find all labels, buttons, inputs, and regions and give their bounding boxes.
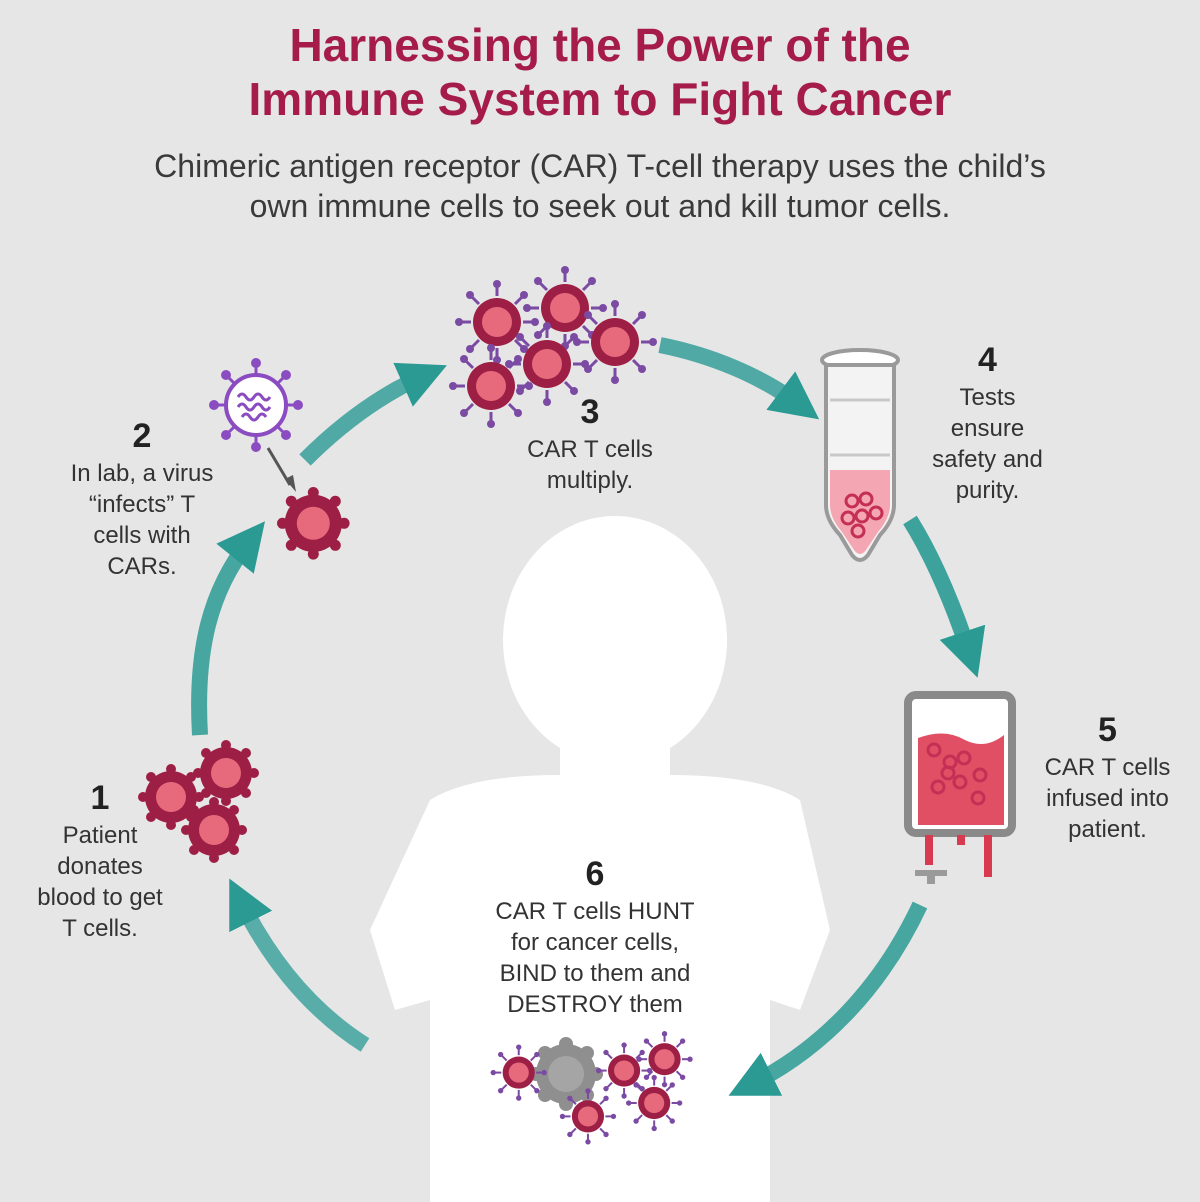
step-text-line: patient. xyxy=(1068,816,1147,843)
step-text-line: CARs. xyxy=(107,553,177,580)
step-text: CAR T cells HUNT for cancer cells, BIND … xyxy=(460,896,730,1020)
subtitle-line-2: own immune cells to seek out and kill tu… xyxy=(249,188,951,224)
step-text: In lab, a virus “infects” T cells with C… xyxy=(42,458,242,582)
step-number: 1 xyxy=(90,779,110,817)
subtitle-line-1: Chimeric antigen receptor (CAR) T-cell t… xyxy=(154,148,1046,184)
step-text: CAR T cells multiply. xyxy=(490,434,690,496)
step-number: 3 xyxy=(580,393,600,431)
step-4: 4 Tests ensure safety and purity. xyxy=(905,338,1070,506)
arrow-2-to-3 xyxy=(299,362,447,466)
step-number: 6 xyxy=(585,855,605,893)
step-text-line: safety and xyxy=(932,446,1043,473)
arrow-3-to-4 xyxy=(658,337,820,420)
test-tube-icon xyxy=(820,348,900,562)
virus-icon xyxy=(209,358,303,452)
step-text-line: ensure xyxy=(950,415,1025,442)
step-text-line: T cells. xyxy=(62,915,138,942)
step-number: 5 xyxy=(1098,711,1117,749)
cycle-arrows xyxy=(191,337,986,1096)
step-text-line: DESTROY them xyxy=(507,991,683,1018)
infection-arrowhead xyxy=(285,475,296,492)
tumor-cell-icon xyxy=(529,1037,603,1111)
subtitle: Chimeric antigen receptor (CAR) T-cell t… xyxy=(0,146,1200,226)
step-text-line: Tests xyxy=(959,384,1016,411)
step-6: 6 CAR T cells HUNT for cancer cells, BIN… xyxy=(460,852,730,1020)
step-text-line: “infects” T xyxy=(88,491,196,518)
step-text-line: multiply. xyxy=(546,467,634,494)
step-2: 2 In lab, a virus “infects” T cells with… xyxy=(42,414,242,582)
page-title: Harnessing the Power of the Immune Syste… xyxy=(0,18,1200,126)
step-text-line: CAR T cells xyxy=(527,436,653,463)
step-number: 2 xyxy=(132,417,152,455)
step-text: CAR T cells infused into patient. xyxy=(1025,752,1190,845)
step-text-line: infused into xyxy=(1046,785,1169,812)
arrow-5-to-6 xyxy=(728,901,928,1096)
child-silhouette xyxy=(370,516,830,1202)
step-text-line: Patient xyxy=(62,822,138,849)
title-line-1: Harnessing the Power of the xyxy=(289,19,911,71)
step-text-line: cells with xyxy=(93,522,191,549)
arrow-1-to-2 xyxy=(191,521,265,736)
step-text: Patient donates blood to get T cells. xyxy=(10,820,190,944)
step-text: Tests ensure safety and purity. xyxy=(905,382,1070,506)
target-t-cell-icon xyxy=(277,487,350,560)
iv-bag-icon xyxy=(904,691,1016,884)
step-3: 3 CAR T cells multiply. xyxy=(490,390,690,496)
arrow-4-to-5 xyxy=(903,515,986,678)
step-text-line: purity. xyxy=(955,477,1020,504)
title-line-2: Immune System to Fight Cancer xyxy=(248,73,952,125)
step-text-line: In lab, a virus xyxy=(70,460,214,487)
arrow-6-to-1 xyxy=(229,878,370,1052)
step-text-line: blood to get xyxy=(37,884,163,911)
step-number: 4 xyxy=(978,341,997,379)
step-text-line: donates xyxy=(57,853,143,880)
step-text-line: for cancer cells, xyxy=(510,929,680,956)
step-text-line: CAR T cells xyxy=(1044,754,1171,781)
step-text-line: BIND to them and xyxy=(499,960,691,987)
step-5: 5 CAR T cells infused into patient. xyxy=(1025,708,1190,845)
step-text-line: CAR T cells HUNT xyxy=(495,898,695,925)
step-1: 1 Patient donates blood to get T cells. xyxy=(10,776,190,944)
